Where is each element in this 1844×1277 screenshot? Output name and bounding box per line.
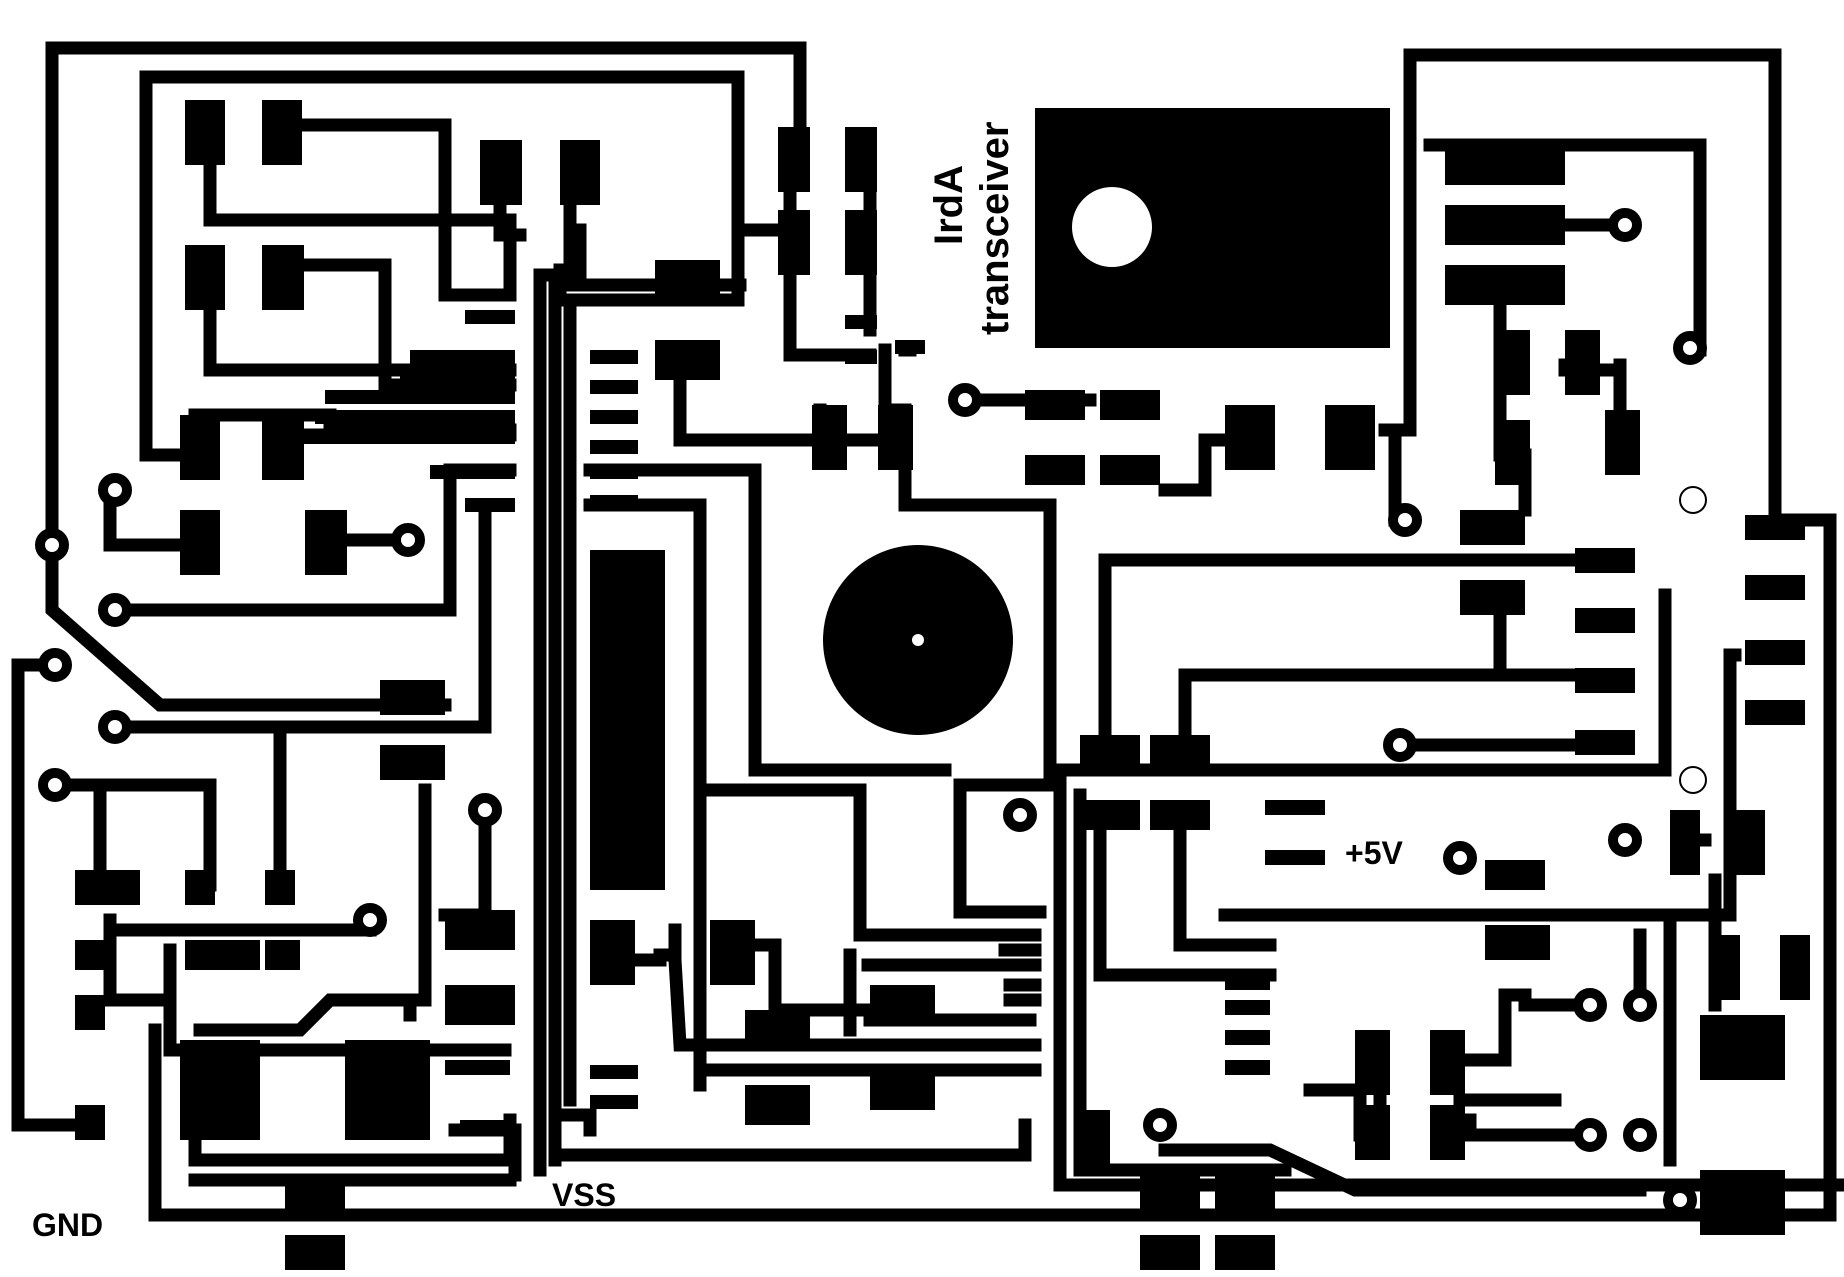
mounting-features — [823, 187, 1152, 735]
vss-label: VSS — [552, 1177, 616, 1213]
irda-label-line1: IrdA — [927, 165, 971, 245]
vcc-label: +5V — [1345, 835, 1403, 871]
irda-label-line2: transceiver — [973, 122, 1017, 335]
irda-mounting-hole — [1072, 187, 1152, 267]
round-pad-hole — [912, 634, 924, 646]
gnd-label: GND — [32, 1207, 103, 1243]
via-rings — [35, 208, 1707, 1217]
unplated-holes — [1679, 486, 1707, 794]
smd-pads — [75, 100, 1810, 1270]
